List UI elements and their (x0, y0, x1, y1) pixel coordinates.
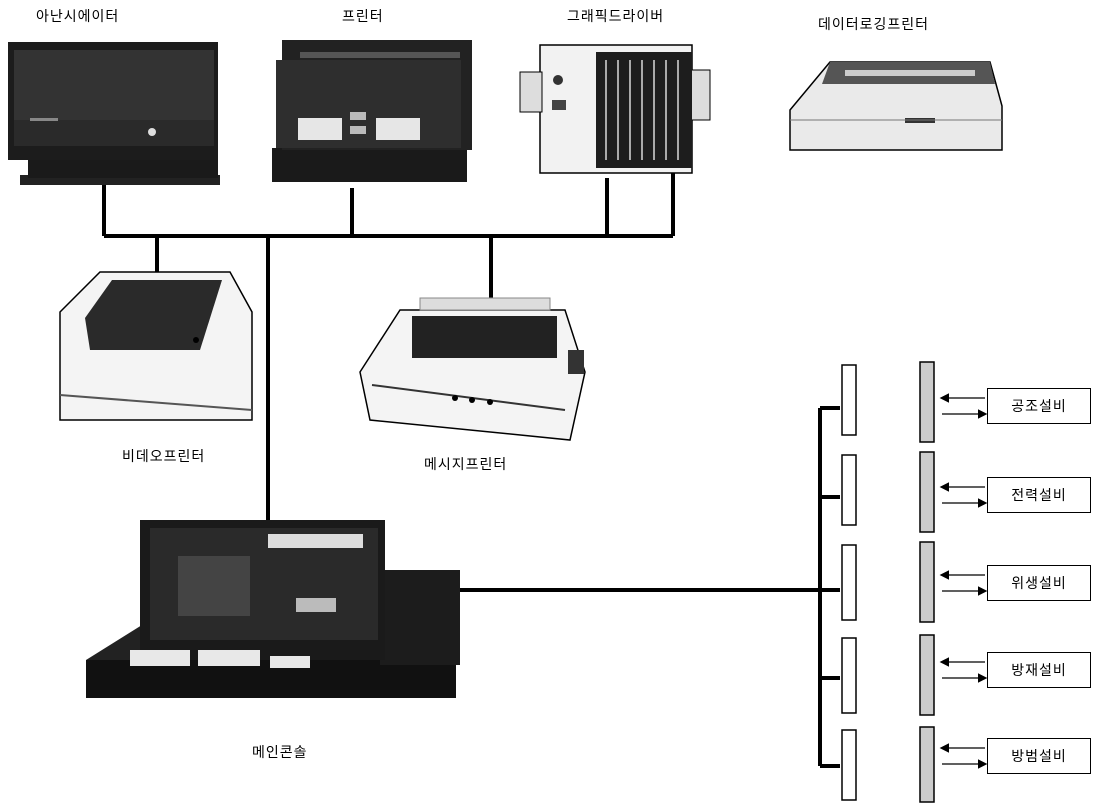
data-logging-printer-device (790, 62, 1002, 150)
video-printer-label: 비데오프린터 (122, 446, 205, 466)
video-printer-device (60, 272, 252, 420)
equipment-box-hvac: 공조설비 (987, 388, 1091, 424)
main-console-device (86, 520, 460, 698)
message-printer-device (360, 298, 585, 440)
graphic-driver-label: 그래픽드라이버 (567, 6, 664, 26)
graphic-driver-device (520, 45, 710, 173)
message-printer-label: 메시지프린터 (424, 454, 507, 474)
signal-arrows (942, 398, 985, 764)
equipment-box-security: 방범설비 (987, 738, 1091, 774)
equipment-box-sanitary: 위생설비 (987, 565, 1091, 601)
printer-label: 프린터 (342, 6, 384, 26)
annunciator-label: 아난시에이터 (36, 6, 119, 26)
data-logging-printer-label: 데이터로깅프린터 (818, 14, 929, 34)
printer-device (272, 40, 472, 182)
equipment-box-power: 전력설비 (987, 477, 1091, 513)
equipment-box-fire-protection: 방재설비 (987, 652, 1091, 688)
annunciator-device (8, 42, 220, 185)
main-console-label: 메인콘솔 (252, 742, 308, 762)
field-panels (842, 362, 934, 802)
